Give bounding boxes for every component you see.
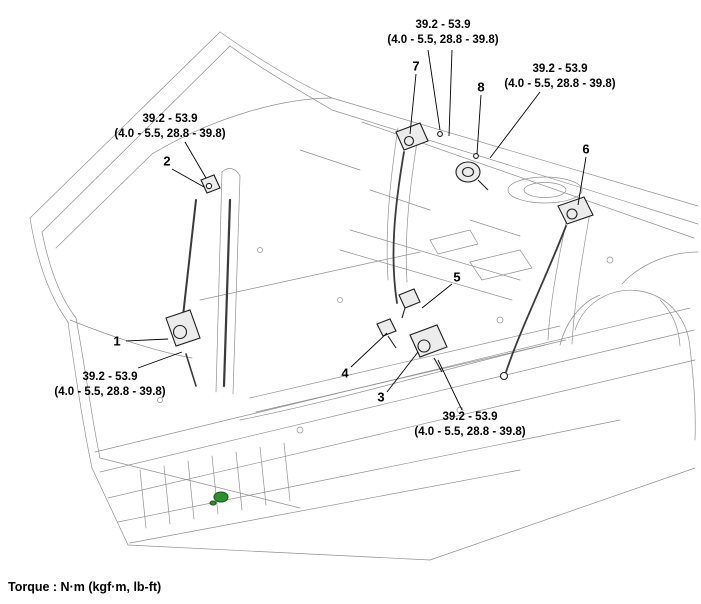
callout-4: 4	[341, 365, 349, 381]
callout-7: 7	[412, 58, 420, 74]
torque-value: 39.2 - 53.9	[415, 19, 471, 31]
torque-label-upper-left: 39.2 - 53.9 (4.0 - 5.5, 28.8 - 39.8)	[114, 112, 225, 142]
torque-detail: (4.0 - 5.5, 28.8 - 39.8)	[114, 128, 226, 140]
retractor-7-part	[395, 122, 443, 151]
torque-label-lower-left: 39.2 - 53.9 (4.0 - 5.5, 28.8 - 39.8)	[54, 370, 165, 400]
torque-label-upper-right: 39.2 - 53.9 (4.0 - 5.5, 28.8 - 39.8)	[504, 62, 615, 92]
torque-units-note: Torque : N·m (kgf·m, lb-ft)	[8, 580, 162, 594]
torque-value: 39.2 - 53.9	[82, 371, 138, 383]
retractor-3-part	[409, 324, 448, 373]
body-structure-lines	[29, 31, 699, 561]
retractor-6-part	[499, 196, 594, 381]
seat-belt-webbing	[182, 151, 567, 388]
torque-value: 39.2 - 53.9	[442, 411, 498, 423]
buckle-4-part	[376, 318, 397, 349]
seat-belt-components	[165, 122, 594, 506]
callout-6: 6	[582, 141, 590, 157]
torque-detail: (4.0 - 5.5, 28.8 - 39.8)	[504, 78, 616, 90]
torque-value: 39.2 - 53.9	[142, 113, 198, 125]
torque-detail: (4.0 - 5.5, 28.8 - 39.8)	[387, 34, 499, 46]
torque-label-top-center: 39.2 - 53.9 (4.0 - 5.5, 28.8 - 39.8)	[387, 18, 498, 48]
bracket-5-part	[398, 288, 421, 319]
torque-detail: (4.0 - 5.5, 28.8 - 39.8)	[54, 386, 166, 398]
torque-label-lower-right: 39.2 - 53.9 (4.0 - 5.5, 28.8 - 39.8)	[414, 410, 525, 440]
torque-detail: (4.0 - 5.5, 28.8 - 39.8)	[414, 426, 526, 438]
callout-5: 5	[453, 269, 461, 285]
retractor-1-part	[165, 309, 201, 347]
torque-value: 39.2 - 53.9	[532, 63, 588, 75]
callout-3: 3	[377, 389, 385, 405]
green-grommet	[209, 491, 229, 506]
callout-2: 2	[163, 153, 171, 169]
callout-8: 8	[477, 79, 485, 95]
upper-anchor-2-part	[200, 174, 221, 194]
leader-lines	[125, 49, 587, 411]
callout-1: 1	[113, 333, 121, 349]
adjuster-8-part	[455, 153, 489, 191]
